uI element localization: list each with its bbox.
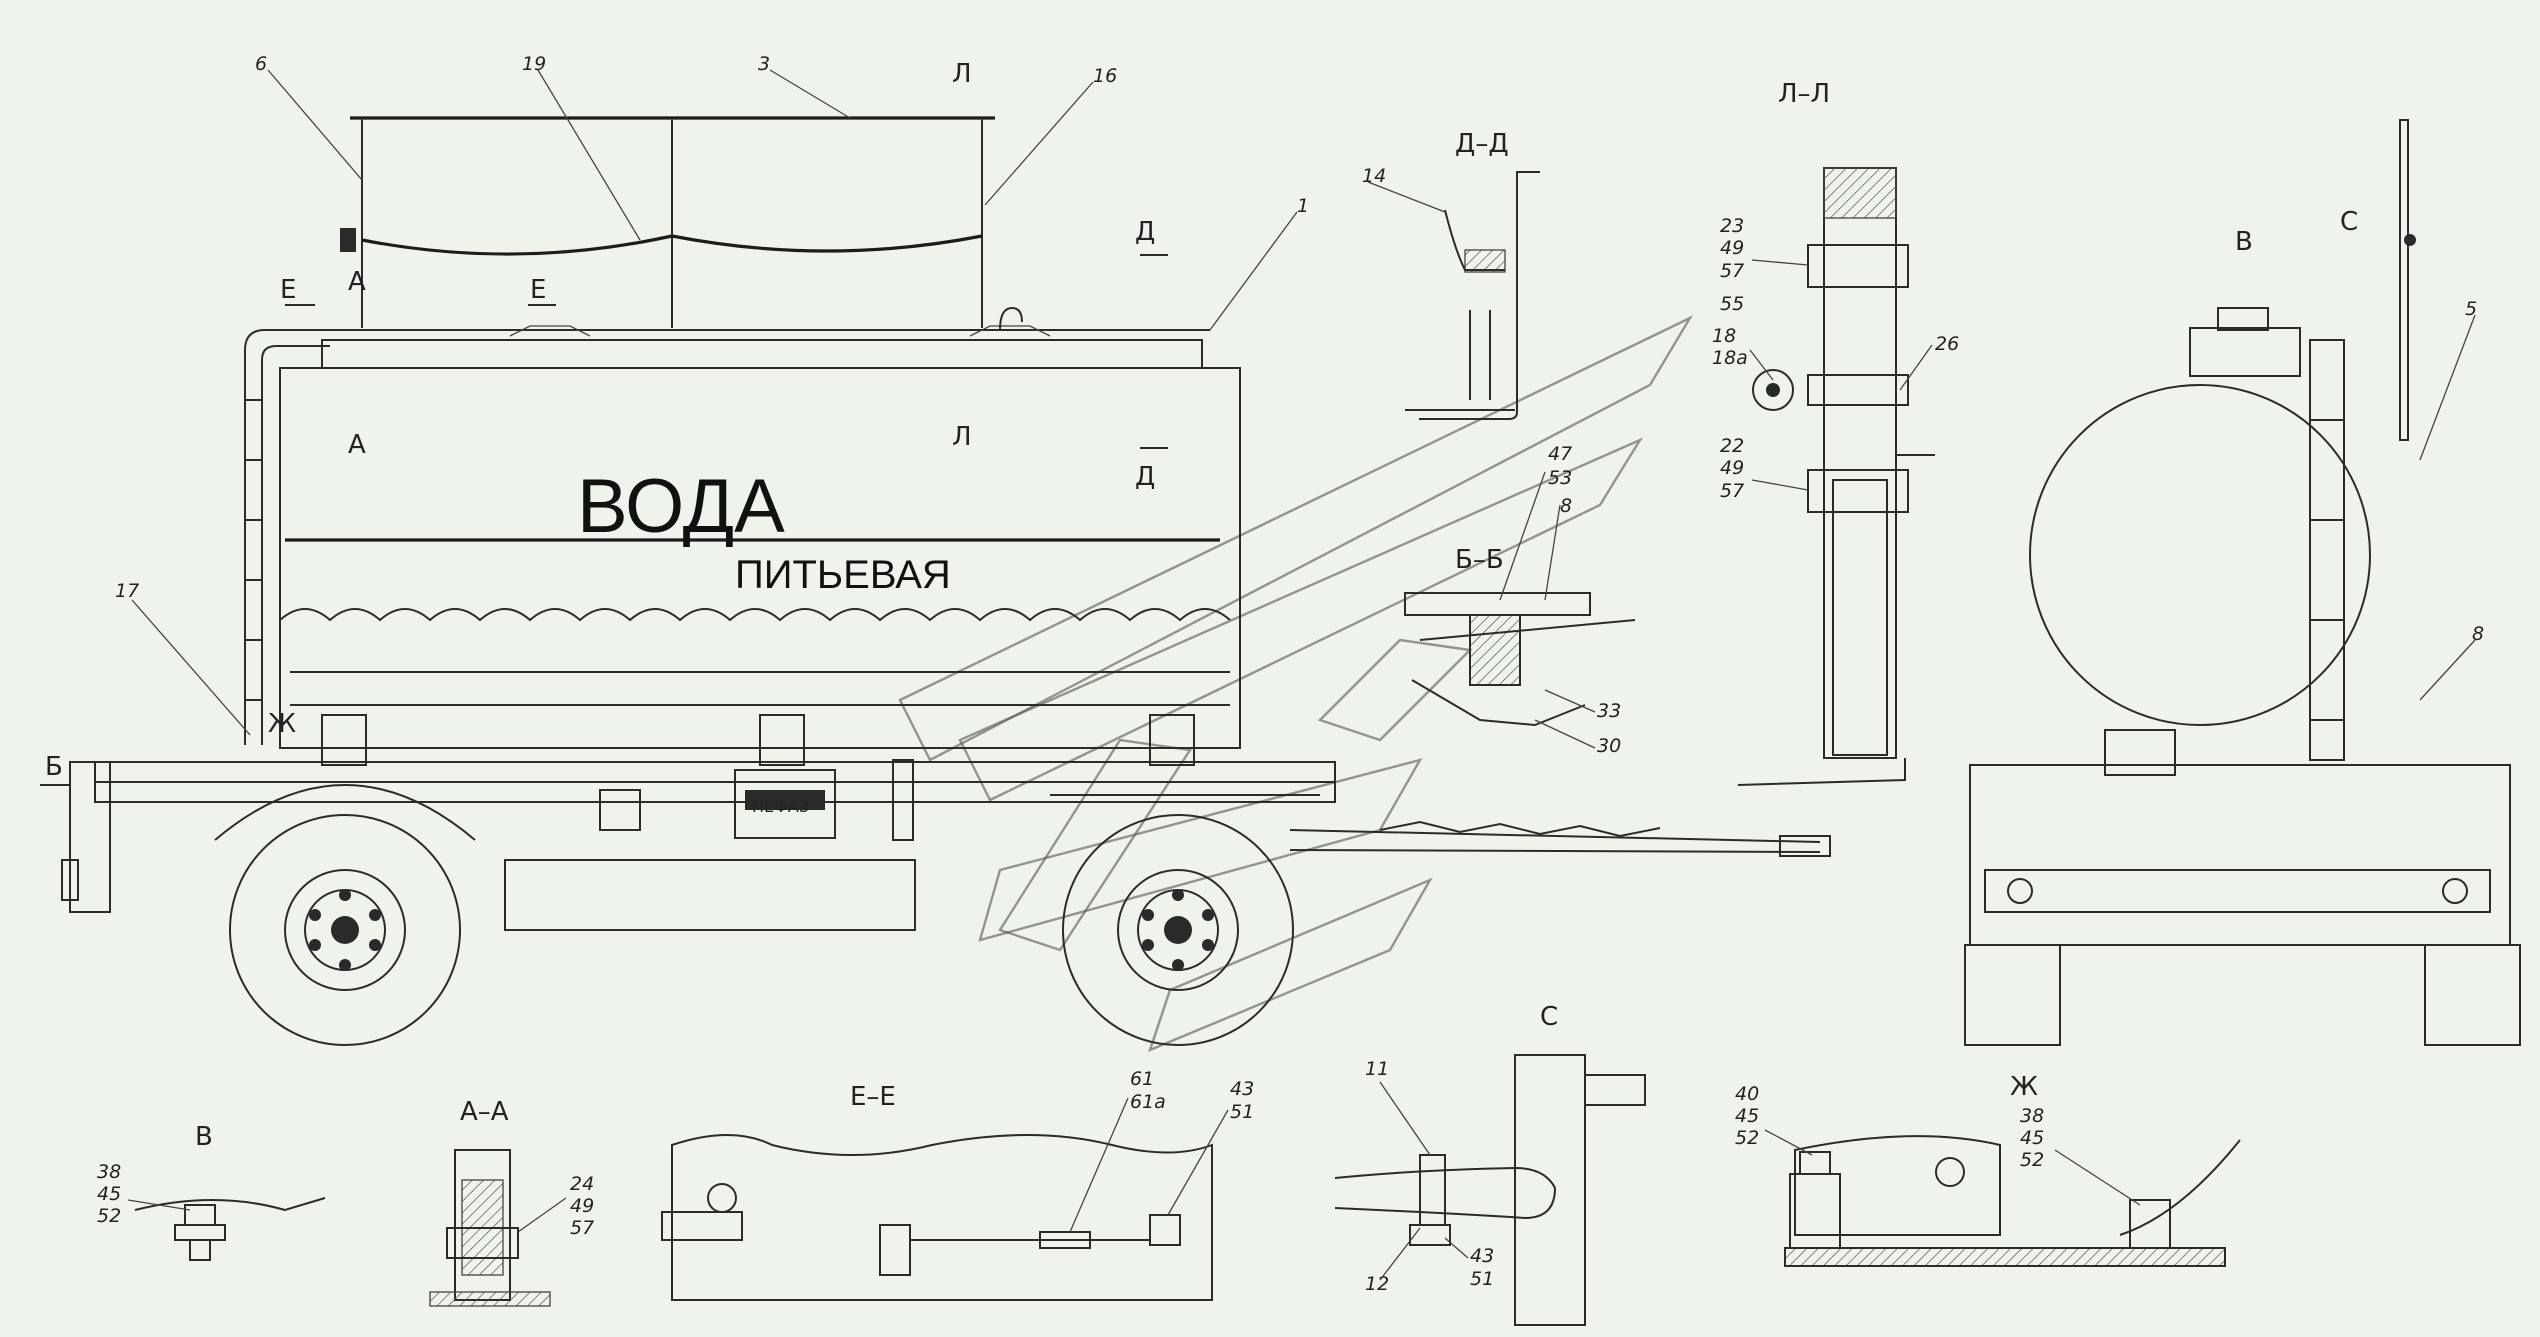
plate-text: НЕФАЗ (752, 797, 809, 816)
side-view: ВОДА ПИТЬЕВАЯ НЕФАЗ Е Е А А Л Л Д Д Б Ж … (40, 53, 1831, 1046)
callout-6: 6 (255, 53, 267, 75)
callout-45-zh-a: 45 (1735, 1105, 1759, 1127)
tank-subtitle: ПИТЬЕВАЯ (735, 553, 951, 597)
callout-52-zh-a: 52 (1735, 1127, 1759, 1149)
callout-51-s: 51 (1470, 1268, 1494, 1290)
callout-38-v: 38 (97, 1161, 121, 1183)
section-title-ee: Е–Е (850, 1082, 896, 1112)
callout-12: 12 (1365, 1273, 1389, 1295)
section-ll: Л–Л 23 49 57 55 18 18а 26 22 49 57 (1712, 79, 1959, 786)
callout-61: 61 (1130, 1068, 1154, 1090)
callout-8-rear: 8 (2472, 623, 2484, 645)
callout-57-a: 57 (1720, 260, 1744, 282)
callout-45-zh-b: 45 (2020, 1127, 2044, 1149)
detail-s: С 11 12 43 51 (1334, 1002, 1646, 1326)
callout-61a: 61а (1130, 1091, 1166, 1113)
watermark-logo (898, 315, 1694, 1053)
section-mark-s: С (2340, 207, 2358, 237)
section-mark-e-left: Е (280, 275, 296, 305)
callout-18: 18 (1712, 325, 1736, 347)
section-mark-a-top: А (348, 267, 366, 297)
callout-16: 16 (1093, 65, 1117, 87)
rear-wheel (214, 784, 476, 1046)
section-mark-b: Б (45, 752, 63, 782)
tank-title: ВОДА (577, 464, 785, 549)
callout-22: 22 (1720, 435, 1744, 457)
detail-aa: А–А 24 49 57 (429, 1097, 594, 1307)
callout-55: 55 (1720, 293, 1744, 315)
section-dd: Д–Д 14 (1362, 129, 1540, 420)
callout-38-zh: 38 (2020, 1105, 2044, 1127)
callout-30: 30 (1597, 735, 1621, 757)
callout-57-aa: 57 (570, 1217, 594, 1239)
section-title-dd: Д–Д (1455, 129, 1509, 159)
section-title-ll: Л–Л (1778, 79, 1830, 109)
section-title-v: В (195, 1122, 213, 1152)
section-bb: Б–Б 47 53 8 33 30 (1404, 443, 1636, 757)
section-mark-a-bottom: А (348, 430, 366, 460)
callout-43-s: 43 (1470, 1245, 1494, 1267)
callout-3: 3 (758, 53, 770, 75)
callout-1: 1 (1297, 195, 1309, 217)
detail-zh: Ж 40 45 52 38 45 52 (1735, 1072, 2241, 1267)
detail-ee: Е–Е 61 61а 43 51 (661, 1068, 1254, 1301)
section-mark-d-bottom: Д (1135, 462, 1155, 492)
section-mark-v: В (2235, 227, 2253, 257)
rear-view: В С 5 8 (1964, 119, 2521, 1046)
callout-18a: 18а (1712, 347, 1748, 369)
callout-49-a: 49 (1720, 237, 1744, 259)
front-wheel (1062, 814, 1294, 1046)
callout-47: 47 (1548, 443, 1572, 465)
callout-5: 5 (2465, 298, 2477, 320)
detail-v: В 38 45 52 (97, 1122, 326, 1261)
callout-45-v: 45 (97, 1183, 121, 1205)
section-mark-zh: Ж (268, 709, 296, 739)
callout-52-v: 52 (97, 1205, 121, 1227)
callout-26: 26 (1935, 333, 1959, 355)
callout-49-aa: 49 (570, 1195, 594, 1217)
callout-14: 14 (1362, 165, 1386, 187)
callout-57-b: 57 (1720, 480, 1744, 502)
callout-11: 11 (1365, 1058, 1389, 1080)
callout-49-b: 49 (1720, 457, 1744, 479)
callout-23: 23 (1720, 215, 1744, 237)
callout-52-zh-b: 52 (2020, 1149, 2044, 1171)
section-title-bb: Б–Б (1455, 545, 1504, 575)
callout-53: 53 (1548, 467, 1572, 489)
section-mark-l-top: Л (952, 59, 972, 89)
callout-51-ee: 51 (1230, 1101, 1254, 1123)
section-title-zh: Ж (2010, 1072, 2038, 1102)
section-mark-d-top: Д (1135, 217, 1155, 247)
section-mark-e-right: Е (530, 275, 546, 305)
section-title-s: С (1540, 1002, 1558, 1032)
callout-33: 33 (1597, 700, 1621, 722)
callout-8-bb: 8 (1560, 495, 1572, 517)
callout-40: 40 (1735, 1083, 1759, 1105)
callout-17: 17 (115, 580, 139, 602)
callout-43-ee: 43 (1230, 1078, 1254, 1100)
callout-24: 24 (570, 1173, 594, 1195)
section-mark-l-bottom: Л (952, 422, 972, 452)
section-title-aa: А–А (460, 1097, 509, 1127)
callout-19: 19 (522, 53, 546, 75)
